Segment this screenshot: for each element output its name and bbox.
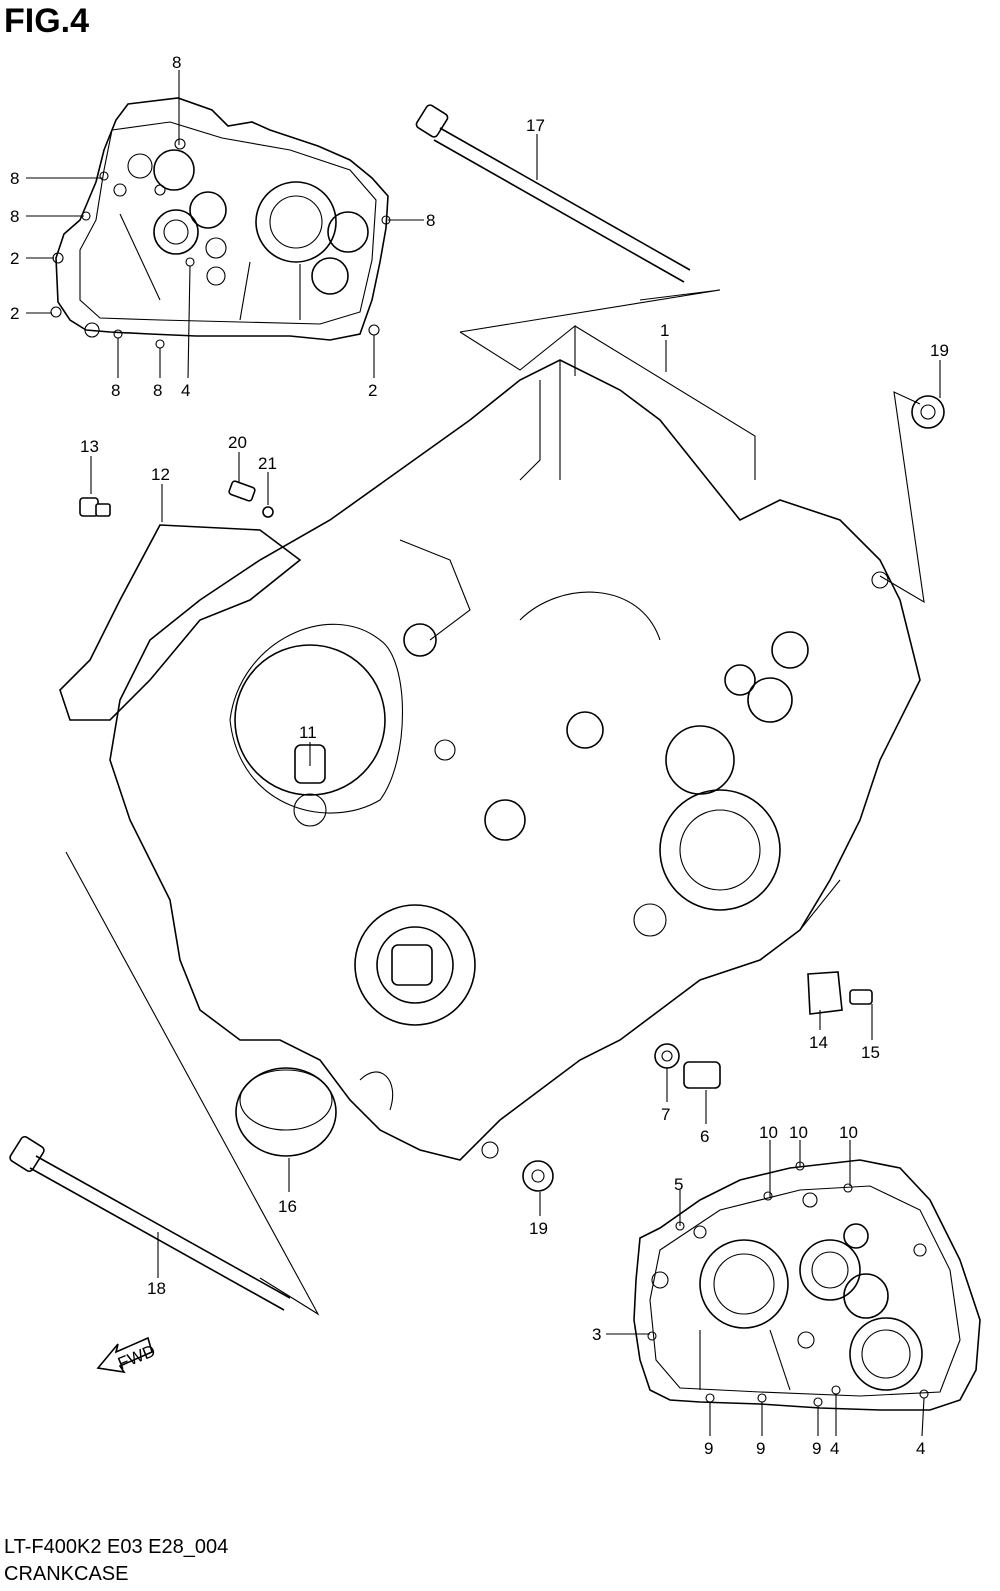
callout-label: 5 xyxy=(674,1175,683,1194)
callout-label: 7 xyxy=(661,1105,670,1124)
callout-label: 10 xyxy=(839,1123,858,1142)
callout-label: 9 xyxy=(704,1439,713,1458)
callout-label: 8 xyxy=(10,169,19,188)
callout-label: 21 xyxy=(258,454,277,473)
fwd-label: FWD xyxy=(115,1341,158,1373)
callout-label: 20 xyxy=(228,433,247,452)
fwd-arrow-icon: FWD xyxy=(96,1336,158,1373)
callout-label: 4 xyxy=(830,1439,839,1458)
callout-label: 16 xyxy=(278,1197,297,1216)
callout-label: 9 xyxy=(756,1439,765,1458)
callout-label: 2 xyxy=(10,249,19,268)
gasket-part xyxy=(59,524,302,721)
figure-title: FIG.4 xyxy=(4,2,90,40)
bolt-17 xyxy=(415,104,691,283)
inset-upper-case-half xyxy=(50,97,391,349)
diagram-code: LT-F400K2 E03 E28_004 xyxy=(4,1536,229,1558)
callout-label: 8 xyxy=(111,381,120,400)
leader-lines xyxy=(26,70,941,1437)
crankcase-main-body xyxy=(109,359,921,1161)
callout-label: 2 xyxy=(10,304,19,323)
callout-label: 4 xyxy=(916,1439,925,1458)
callout-label: 19 xyxy=(930,341,949,360)
callout-label: 3 xyxy=(592,1325,601,1344)
callout-label: 4 xyxy=(181,381,190,400)
bolt-18 xyxy=(9,1135,291,1311)
callout-label: 18 xyxy=(147,1279,166,1298)
callout-label: 11 xyxy=(299,723,317,742)
callout-label: 10 xyxy=(789,1123,808,1142)
callout-label: 12 xyxy=(151,465,170,484)
diagram-name: CRANKCASE xyxy=(4,1563,129,1585)
callout-labels: 8 8 8 8 2 2 8 8 4 2 17 1 19 13 20 21 12 … xyxy=(10,53,949,1458)
callout-label: 2 xyxy=(368,381,377,400)
callout-label: 8 xyxy=(153,381,162,400)
callout-label: 10 xyxy=(759,1123,778,1142)
callout-label: 8 xyxy=(426,211,435,230)
callout-label: 13 xyxy=(80,437,99,456)
callout-label: 8 xyxy=(172,53,181,72)
callout-label: 14 xyxy=(809,1033,828,1052)
callout-label: 17 xyxy=(526,116,545,135)
callout-label: 6 xyxy=(700,1127,709,1146)
inset-lower-case-half xyxy=(633,1159,981,1411)
callout-label: 1 xyxy=(660,321,669,340)
callout-label: 19 xyxy=(529,1219,548,1238)
callout-label: 9 xyxy=(812,1439,821,1458)
small-parts xyxy=(79,395,945,1192)
callout-label: 15 xyxy=(861,1043,880,1062)
callout-label: 8 xyxy=(10,207,19,226)
